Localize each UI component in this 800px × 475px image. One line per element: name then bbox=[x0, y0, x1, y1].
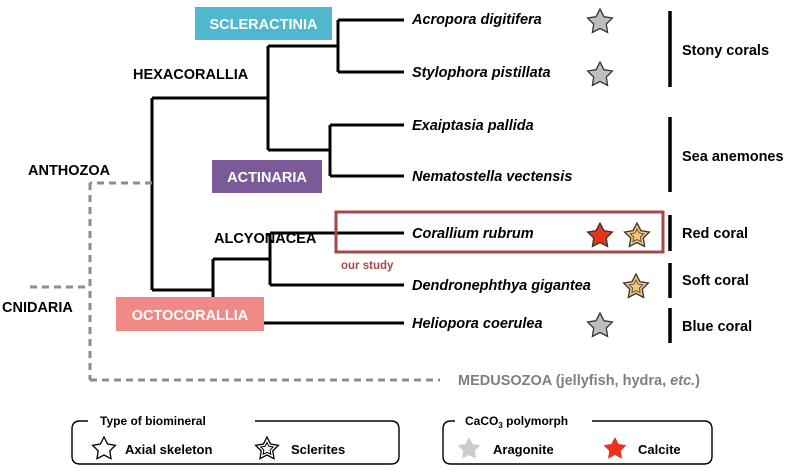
alcyonacea-label: ALCYONACEA bbox=[214, 231, 317, 247]
species-label: Acropora digitifera bbox=[411, 12, 542, 28]
aragonite-star-icon bbox=[457, 437, 481, 459]
scleractinia-label: SCLERACTINIA bbox=[210, 17, 318, 33]
biomineral-legend: Type of biomineral Axial skeleton Scleri… bbox=[71, 414, 400, 465]
sclerites-star-icon bbox=[254, 435, 280, 460]
polymorph-title-main: CaCO bbox=[465, 414, 498, 428]
dashed-branches bbox=[30, 181, 440, 382]
species-label: Corallium rubrum bbox=[412, 226, 534, 242]
calcite-star-icon bbox=[603, 437, 627, 459]
biomineral-legend-title: Type of biomineral bbox=[100, 414, 206, 428]
polymorph-legend: CaCO3 polymorph Aragonite Calcite bbox=[442, 414, 713, 465]
blue-coral-label: Blue coral bbox=[682, 319, 752, 335]
cnidaria-label: CNIDARIA bbox=[2, 300, 73, 316]
scleractinia-box bbox=[195, 7, 332, 40]
sea-anemones-label: Sea anemones bbox=[682, 149, 784, 165]
calcite-sclerite-star-icon bbox=[622, 272, 650, 299]
axial-skeleton-star-icon bbox=[91, 435, 117, 460]
stony-corals-label: Stony corals bbox=[682, 43, 769, 59]
polymorph-title-rest: polymorph bbox=[503, 414, 568, 428]
anthozoa-label: ANTHOZOA bbox=[28, 163, 111, 179]
species-label: Heliopora coerulea bbox=[412, 316, 543, 332]
medusozoa-etc: etc. bbox=[670, 373, 695, 389]
tree-branches bbox=[150, 18, 404, 325]
species-label: Dendronephthya gigantea bbox=[412, 278, 591, 294]
red-coral-label: Red coral bbox=[682, 226, 748, 242]
species-label: Stylophora pistillata bbox=[412, 65, 551, 81]
polymorph-legend-title: CaCO3 polymorph bbox=[465, 414, 568, 430]
aragonite-axial-star-icon bbox=[586, 7, 614, 34]
medusozoa-prefix: MEDUSOZOA (jellyfish, hydra, bbox=[458, 373, 670, 389]
aragonite-axial-star-icon bbox=[586, 60, 614, 87]
soft-coral-label: Soft coral bbox=[682, 273, 749, 289]
actinaria-box bbox=[212, 160, 322, 193]
actinaria-label: ACTINARIA bbox=[227, 170, 307, 186]
octocorallia-box bbox=[116, 297, 264, 331]
species-label: Exaiptasia pallida bbox=[412, 118, 534, 134]
our-study-box bbox=[334, 210, 665, 254]
polymorph-legend-frame bbox=[442, 420, 713, 465]
species-label: Nematostella vectensis bbox=[412, 169, 572, 185]
octocorallia-label: OCTOCORALLIA bbox=[132, 308, 249, 324]
biomineral-legend-frame bbox=[71, 420, 400, 465]
hexacorallia-label: HEXACORALLIA bbox=[133, 67, 249, 83]
axial-skeleton-label: Axial skeleton bbox=[125, 442, 212, 457]
calcite-label: Calcite bbox=[638, 442, 681, 457]
medusozoa-label: MEDUSOZOA (jellyfish, hydra, etc.) bbox=[458, 373, 700, 389]
calcite-axial-star-icon bbox=[586, 221, 614, 248]
aragonite-axial-star-icon bbox=[586, 311, 614, 338]
aragonite-label: Aragonite bbox=[493, 442, 554, 457]
medusozoa-suffix: ) bbox=[695, 373, 700, 389]
sclerites-label: Sclerites bbox=[291, 442, 345, 457]
our-study-label: our study bbox=[341, 260, 394, 272]
polymorph-title-sub: 3 bbox=[498, 421, 503, 430]
calcite-sclerite-star-icon bbox=[623, 221, 651, 248]
